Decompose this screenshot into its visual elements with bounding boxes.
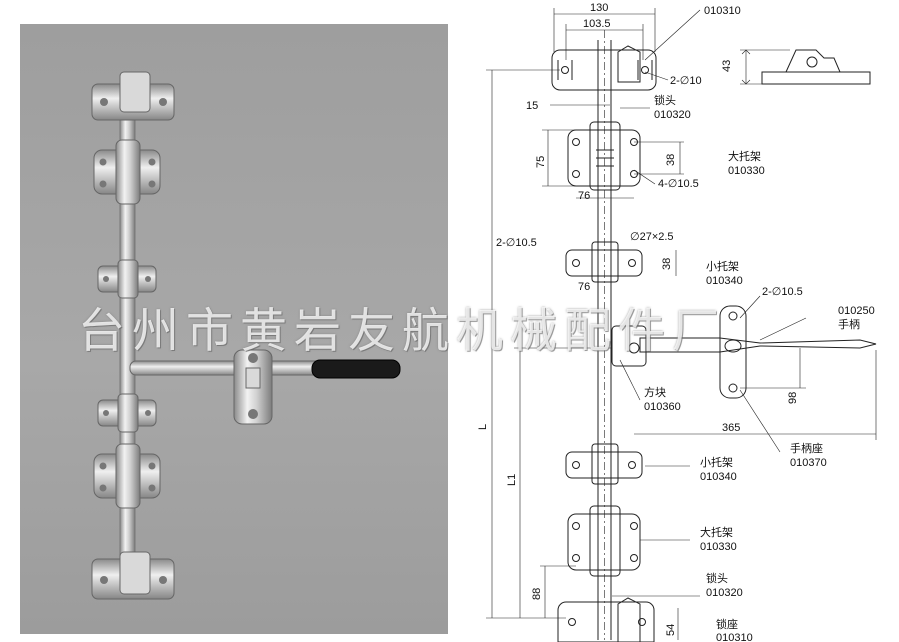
dim-76-b: 76	[578, 281, 590, 293]
product-photo	[20, 24, 448, 634]
dimension-texts: 130 103.5 43 15 75 38 76 4-∅10.5 2-∅10 ∅…	[477, 2, 803, 636]
label-lock-head-cn: 锁头	[654, 93, 676, 107]
label-big-bracket2-code: 010330	[700, 541, 737, 553]
drawing-bottom-lock-seat	[557, 597, 655, 642]
photo-bottom-lock-seat	[91, 551, 175, 600]
label-lock-head2-code: 010320	[706, 587, 743, 599]
photo-big-bracket-lower	[93, 443, 161, 509]
label-big-bracket2-cn: 大托架	[700, 525, 733, 539]
dim-88: 88	[531, 588, 543, 600]
dim-4-holes: 4-∅10.5	[658, 178, 699, 190]
dim-L1: L1	[506, 474, 518, 486]
label-handle-cn: 手柄	[838, 317, 860, 331]
drawing-small-bracket-upper	[565, 241, 643, 283]
dim-tube: ∅27×2.5	[630, 231, 674, 243]
label-big-bracket-cn: 大托架	[728, 149, 761, 163]
drawing-top-lock-seat	[551, 45, 657, 91]
label-lock-head2-cn: 锁头	[706, 571, 728, 585]
dim-54: 54	[665, 624, 677, 636]
dim-76-a: 76	[578, 190, 590, 202]
dim-43: 43	[721, 60, 733, 72]
label-lock-seat2-code: 010310	[716, 632, 753, 642]
dim-L: L	[477, 424, 489, 430]
label-small-bracket-cn: 小托架	[706, 259, 739, 273]
dim-15: 15	[526, 100, 538, 112]
dim-75: 75	[535, 156, 547, 168]
photo-top-lock-seat	[91, 71, 175, 121]
photo-small-bracket-lower	[97, 393, 157, 433]
label-top-part-code: 010310	[704, 5, 741, 17]
dim-2-holes-right: 2-∅10.5	[762, 286, 803, 298]
label-square-block-cn: 方块	[644, 385, 666, 399]
label-small-bracket2-cn: 小托架	[700, 455, 733, 469]
label-handle-seat-cn: 手柄座	[790, 441, 823, 455]
drawing-handle	[611, 305, 877, 399]
photo-handle	[129, 349, 401, 425]
dim-2-holes-top: 2-∅10	[670, 75, 702, 87]
dim-365: 365	[722, 422, 740, 434]
dim-2-holes-left: 2-∅10.5	[496, 237, 537, 249]
dimension-lines	[486, 8, 877, 640]
drawing-big-bracket-upper	[567, 121, 641, 191]
drawing-big-bracket-lower	[567, 505, 641, 577]
label-lock-seat2-cn: 锁座	[716, 617, 738, 631]
label-square-block-code: 010360	[644, 401, 681, 413]
dim-98: 98	[787, 392, 799, 404]
dim-38-a: 38	[665, 154, 677, 166]
label-big-bracket-code: 010330	[728, 165, 765, 177]
label-small-bracket-code: 010340	[706, 275, 743, 287]
photo-big-bracket-upper	[93, 139, 161, 205]
drawing-small-bracket-lower	[565, 443, 643, 485]
dim-103-5: 103.5	[583, 18, 611, 30]
dim-38-b: 38	[661, 258, 673, 270]
label-handle-seat-code: 010370	[790, 457, 827, 469]
photo-small-bracket-upper	[97, 259, 157, 299]
lock-bar-illustration	[91, 71, 401, 600]
label-lock-head-code: 010320	[654, 109, 691, 121]
dim-130: 130	[590, 2, 608, 14]
drawing-side-view	[740, 49, 871, 85]
part-labels: 010310 锁头 010320 大托架 010330 小托架 010340 0…	[644, 5, 875, 642]
label-small-bracket2-code: 010340	[700, 471, 737, 483]
label-handle-code: 010250	[838, 305, 875, 317]
